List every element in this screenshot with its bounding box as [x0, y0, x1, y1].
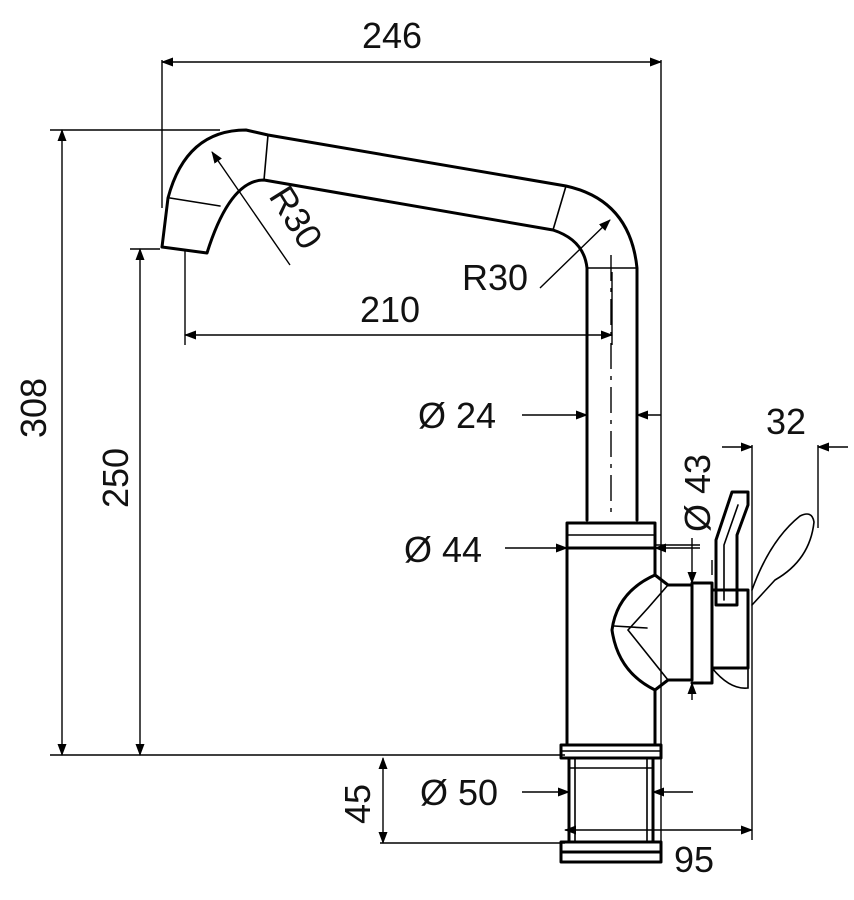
label-total-height: 308: [13, 378, 54, 438]
label-overall-width: 246: [362, 15, 422, 56]
faucet-outline: [160, 128, 815, 864]
mounting-nut: [559, 840, 663, 864]
body-cylinder: [565, 546, 657, 747]
cartridge-neck: [653, 573, 694, 692]
handle-lever-detail: [723, 504, 739, 601]
label-elbow-radius: R30: [462, 257, 528, 298]
label-base-width: 95: [674, 839, 714, 880]
label-shank-diameter: Ø 50: [420, 772, 498, 813]
cartridge-flange: [690, 581, 714, 685]
spout-joint-bend: [263, 134, 269, 181]
spout-lower-outline: [160, 178, 589, 522]
label-body-diameter: Ø 44: [404, 529, 482, 570]
cartridge-inner: [613, 584, 669, 681]
handle-alt-lower: [711, 667, 749, 689]
label-spout-reach: 210: [360, 289, 420, 330]
spout-joint-tip: [169, 197, 221, 207]
dimension-labels: 246 210 308 250 R30 R30 Ø 24 Ø 44 Ø 43 3…: [13, 15, 806, 880]
dim-line-elbow-radius: [539, 219, 611, 289]
handle-lever: [714, 490, 750, 607]
dimension-lines: [57, 57, 848, 844]
label-tube-diameter: Ø 24: [418, 395, 496, 436]
handle-base: [710, 588, 750, 670]
label-cartridge-diameter: Ø 43: [677, 454, 718, 532]
label-spout-height: 250: [95, 448, 136, 508]
dim-line-spout-radius: [211, 151, 291, 266]
cartridge-elbow: [610, 573, 657, 692]
label-shank-length: 45: [337, 784, 378, 824]
handle-alt-position: [751, 513, 815, 606]
spout-joint-elbow: [552, 185, 567, 231]
label-handle-width: 32: [766, 401, 806, 442]
